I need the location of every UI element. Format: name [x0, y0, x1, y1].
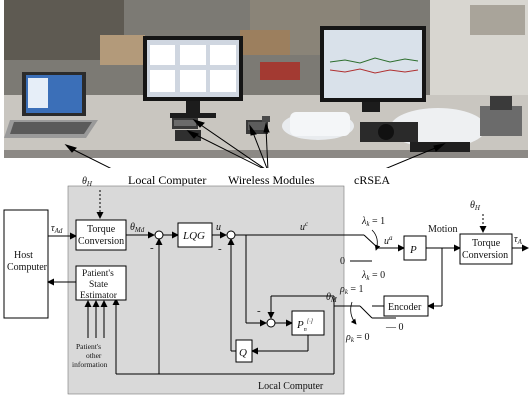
middle-monitor	[143, 36, 243, 118]
caption-wireless-modules: Wireless Modules	[228, 173, 315, 187]
zero-right-label: — 0	[385, 322, 404, 333]
torque-conversion-right-block	[459, 233, 513, 265]
estimator-label-2: State	[89, 280, 108, 290]
lambda-switch	[363, 234, 379, 249]
minus-sign-2: -	[218, 243, 222, 255]
control-block-diagram: Local Computer Host Computer τAd θH Torq…	[3, 176, 529, 395]
theta-h-left-label: θH	[82, 176, 93, 188]
torque-conversion-right-1: Torque	[472, 238, 501, 249]
minus-sign-3: -	[257, 305, 261, 317]
estimator-label-3: Estimator	[80, 291, 118, 301]
lqg-block	[177, 222, 213, 248]
motion-label: Motion	[428, 224, 457, 235]
lqg-label: LQG	[182, 230, 205, 242]
minus-sign-1: -	[150, 242, 154, 254]
lambda-0-label: λk = 0	[361, 270, 385, 282]
pn-label: Pn[·]	[296, 319, 314, 333]
host-computer-block	[3, 209, 49, 319]
u-label: u	[216, 222, 221, 233]
other-info-1: Patient's	[76, 342, 101, 351]
encoder-label: Encoder	[388, 302, 422, 313]
estimator-label-1: Patient's	[82, 269, 114, 279]
crsea-device	[282, 96, 522, 152]
laptop	[4, 72, 98, 138]
lab-setup-photo	[0, 0, 532, 168]
caption-crsea: cRSEA	[354, 173, 390, 187]
pn-block	[291, 310, 325, 336]
right-monitor	[320, 26, 426, 112]
sum-junction-2	[226, 230, 236, 240]
tau-a-label: τA	[514, 234, 523, 246]
rho-switch	[359, 305, 373, 319]
ua-label: ua	[384, 234, 393, 247]
other-info-2: other	[86, 351, 102, 360]
other-info-3: information	[72, 360, 108, 369]
tau-ad-label: τAd	[51, 223, 63, 235]
theta-md-label: θMd	[130, 222, 145, 234]
zero-left-label: 0	[340, 256, 345, 267]
torque-conversion-left-1: Torque	[87, 224, 116, 235]
torque-conversion-left-2: Conversion	[78, 236, 124, 247]
sum-junction-3	[266, 318, 276, 328]
theta-h-right-label: θH	[470, 200, 481, 212]
host-computer-label-1: Host	[14, 250, 33, 261]
p-label: P	[409, 244, 417, 256]
host-computer-label-2: Computer	[7, 262, 48, 273]
rho-1-label: ρk = 1	[339, 284, 364, 296]
caption-local-computer: Local Computer	[128, 173, 207, 187]
local-computer-label: Local Computer	[258, 381, 324, 392]
q-label: Q	[239, 347, 247, 359]
uc-label: uc	[300, 220, 309, 233]
lambda-1-label: λk = 1	[361, 216, 385, 228]
sum-junction-1	[154, 230, 164, 240]
annotation-arrows	[64, 119, 446, 168]
rho-0-label: ρk = 0	[345, 332, 370, 344]
torque-conversion-right-2: Conversion	[462, 250, 508, 261]
